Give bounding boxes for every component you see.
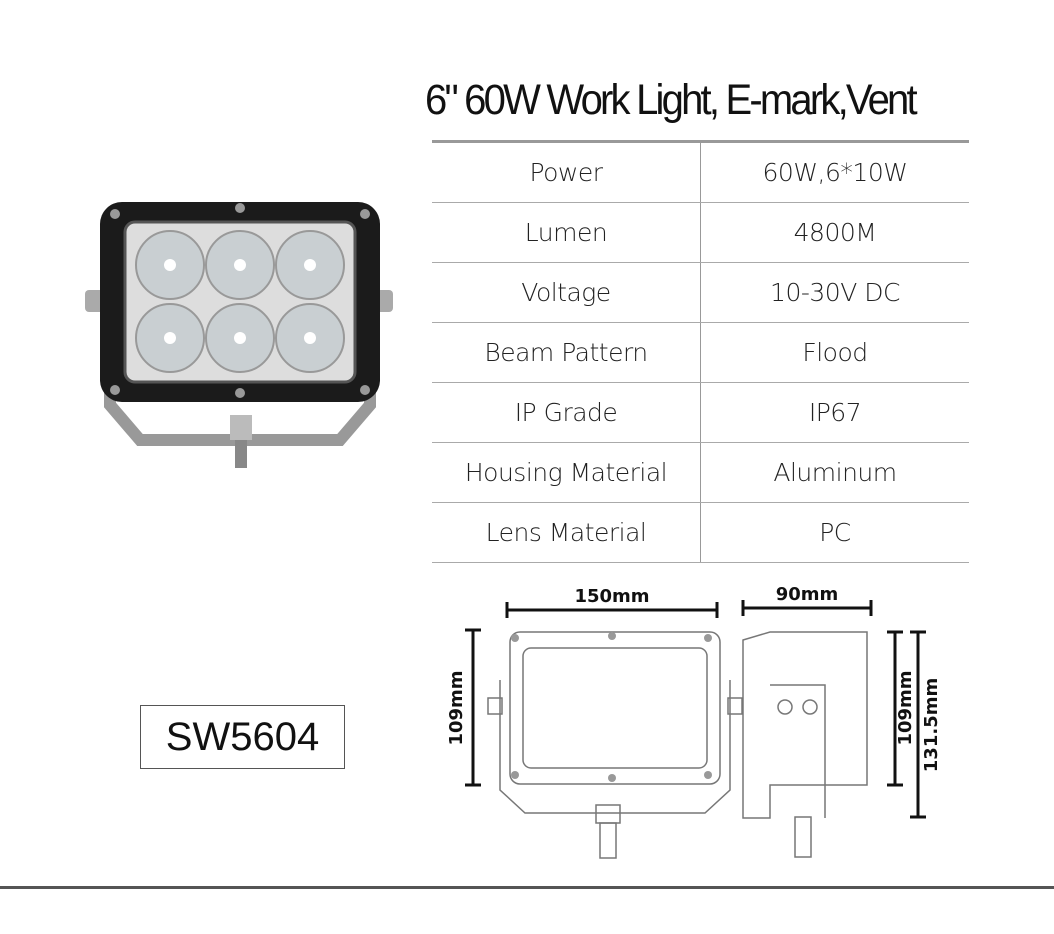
side-height-dimension-label: 109mm	[895, 670, 916, 745]
spec-value: Aluminum	[700, 442, 969, 503]
total-height-dimension-label: 131.5mm	[921, 678, 942, 772]
spec-value: Flood	[700, 322, 969, 383]
dimension-drawing: 150mm 90mm 109mm 109mm 131.5mm	[446, 584, 942, 859]
spec-label: IP Grade	[432, 382, 701, 443]
spec-label: Lens Material	[432, 502, 701, 563]
spec-value: 10-30V DC	[700, 262, 969, 323]
page-title: 6" 60W Work Light, E-mark,Vent	[425, 76, 918, 124]
work-light-product-image	[85, 202, 393, 468]
spec-value: IP67	[700, 382, 969, 443]
spec-label: Beam Pattern	[432, 322, 701, 383]
model-number: SW5604	[140, 705, 345, 769]
height-dimension-label: 109mm	[446, 670, 467, 745]
width-dimension-label: 150mm	[574, 586, 649, 607]
bottom-divider	[0, 886, 1054, 889]
spec-value: 60W,6*10W	[700, 140, 969, 203]
spec-value: 4800M	[700, 202, 969, 263]
spec-label: Power	[432, 140, 701, 203]
spec-label: Lumen	[432, 202, 701, 263]
spec-value: PC	[700, 502, 969, 563]
spec-label: Voltage	[432, 262, 701, 323]
depth-dimension-label: 90mm	[776, 584, 839, 605]
spec-label: Housing Material	[432, 442, 701, 503]
